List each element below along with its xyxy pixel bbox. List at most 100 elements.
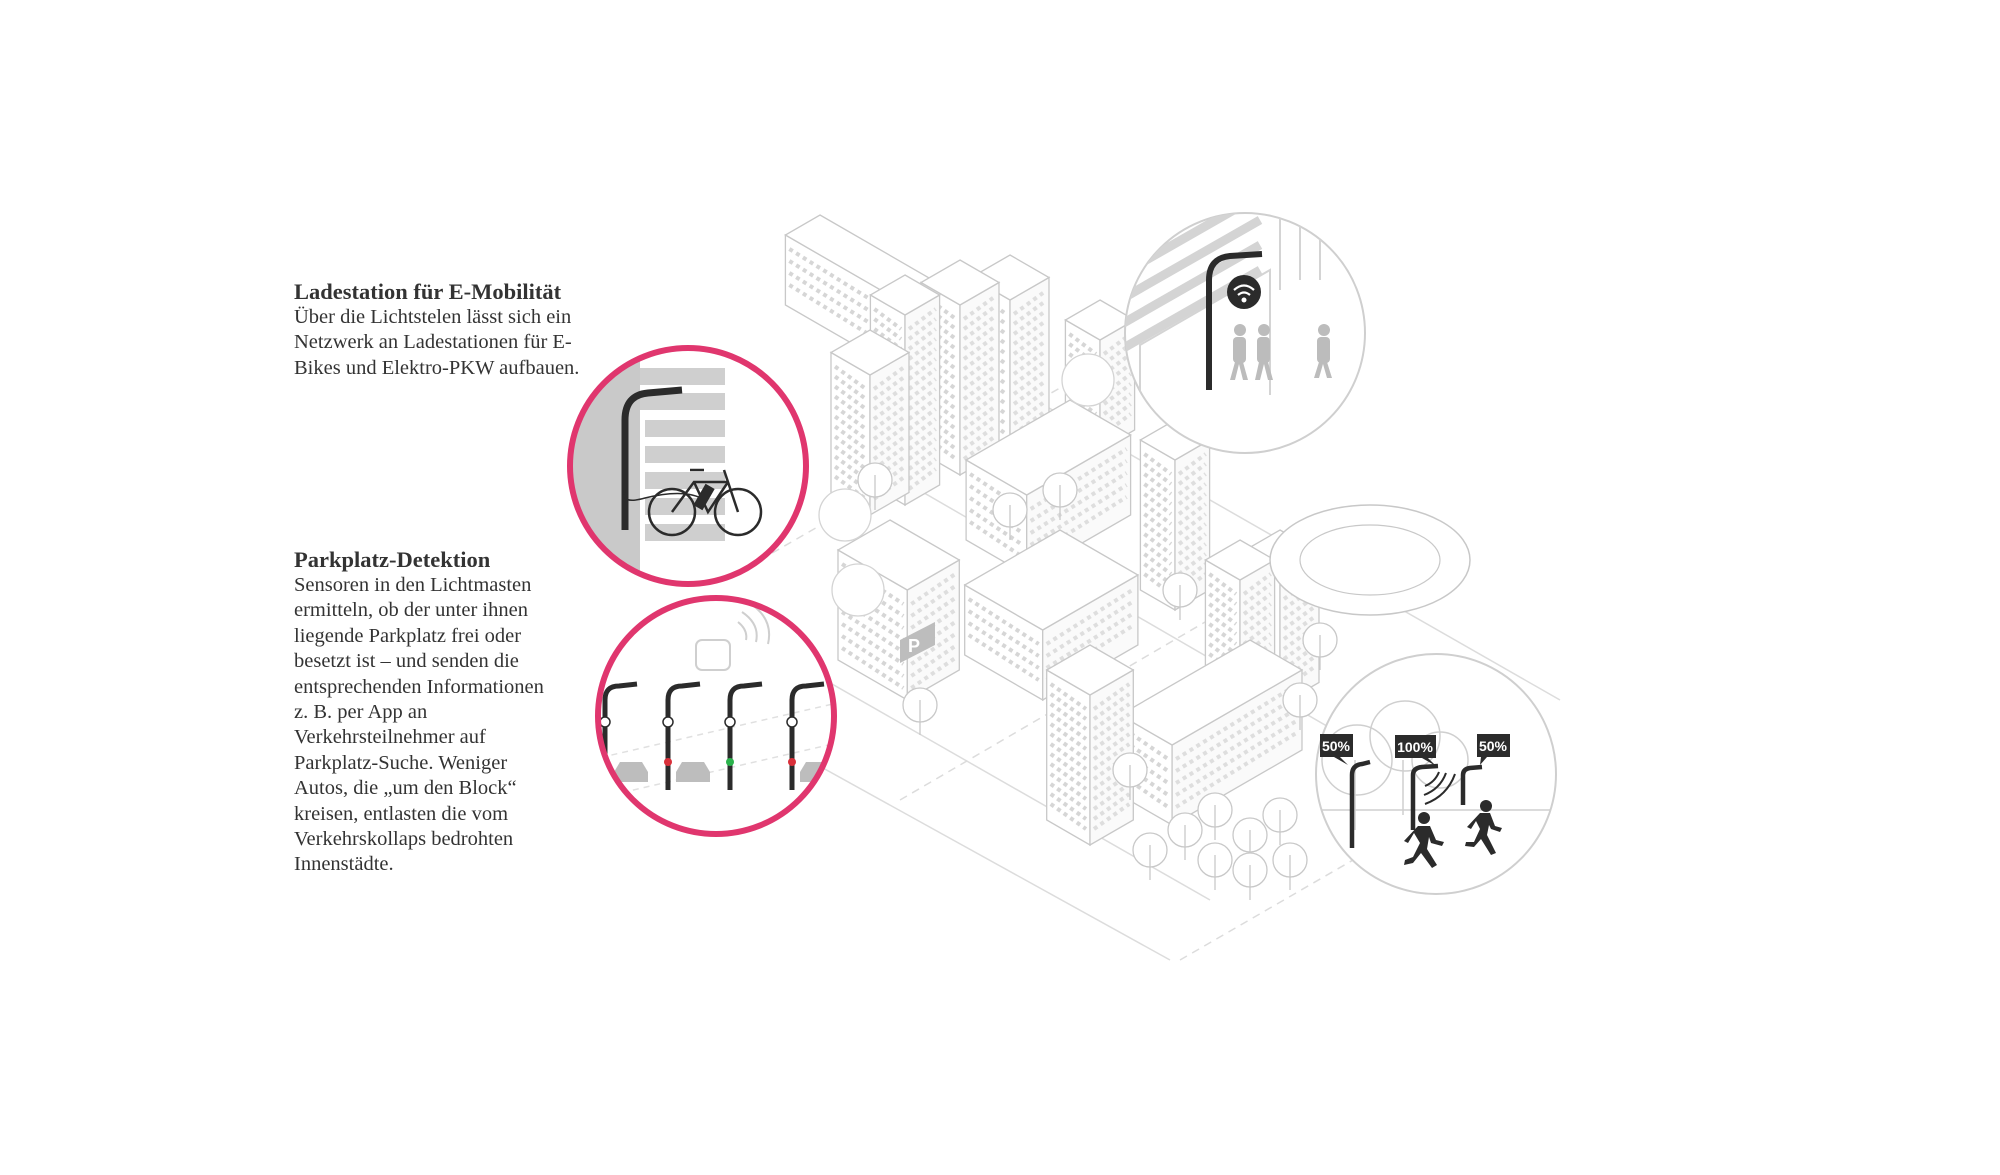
- window-row: [833, 464, 868, 491]
- window-row: [833, 444, 868, 471]
- parking-sensor-icon: [724, 716, 736, 728]
- window-row: [1012, 309, 1047, 336]
- tree-icon: [1167, 812, 1203, 860]
- location-marker: [818, 488, 872, 542]
- window-row: [1177, 552, 1207, 576]
- window-row: [872, 434, 907, 461]
- pedestrian-icons: [1230, 324, 1332, 380]
- window-row: [1143, 522, 1173, 546]
- parking-sensor-icon: [662, 716, 674, 728]
- window-row: [923, 324, 958, 351]
- parking-sign: P: [900, 622, 935, 663]
- window-row: [962, 414, 997, 441]
- window-row: [873, 317, 903, 341]
- window-row: [872, 404, 907, 431]
- window-row: [962, 384, 997, 411]
- window-row: [1177, 482, 1207, 506]
- window-row: [1012, 359, 1047, 386]
- section-title: Parkplatz-Detektion: [294, 547, 491, 572]
- window-row: [1143, 492, 1173, 516]
- window-row: [872, 374, 907, 401]
- tree-icon: [1197, 842, 1233, 890]
- tree-icon: [1232, 817, 1268, 865]
- tree-icon: [1132, 832, 1168, 880]
- window-row: [1012, 379, 1047, 406]
- window-row: [907, 447, 937, 471]
- window-row: [872, 454, 907, 481]
- window-row: [968, 508, 1024, 547]
- window-row: [910, 596, 957, 630]
- window-row: [923, 354, 958, 381]
- window-row: [1012, 369, 1047, 396]
- lamp-pole: [665, 681, 701, 790]
- window-row: [907, 427, 937, 451]
- window-row: [962, 304, 997, 331]
- window-row: [923, 384, 958, 411]
- window-row: [833, 404, 868, 431]
- window-row: [1208, 622, 1238, 646]
- light-level-badge: 50%: [1320, 734, 1353, 765]
- window-row: [923, 424, 958, 451]
- window-row: [1102, 372, 1132, 396]
- window-row: [962, 374, 997, 401]
- parking-sign-label: P: [908, 636, 920, 656]
- window-row: [1102, 362, 1132, 386]
- window-row: [907, 397, 937, 421]
- window-row: [907, 377, 937, 401]
- window-row: [907, 467, 937, 491]
- building-roof: [1064, 299, 1136, 341]
- window-row: [872, 414, 907, 441]
- window-row: [907, 307, 937, 331]
- stadium: [1269, 504, 1471, 616]
- window-row: [1045, 587, 1136, 646]
- window-row: [923, 304, 958, 331]
- window-row: [923, 394, 958, 421]
- window-row: [1282, 644, 1317, 671]
- parking-detection-circle: [595, 595, 837, 837]
- window-row: [962, 294, 997, 321]
- window-row: [923, 404, 958, 431]
- window-row: [833, 384, 868, 411]
- tree-icon: [857, 462, 893, 510]
- window-row: [962, 394, 997, 421]
- tree-icon: [1232, 852, 1268, 900]
- light-level-badge: 50%: [1477, 734, 1510, 765]
- window-row: [1029, 471, 1128, 535]
- svg-text:100%: 100%: [1397, 739, 1433, 755]
- window-row: [907, 437, 937, 461]
- window-row: [907, 407, 937, 431]
- window-row: [968, 520, 1024, 559]
- window-row: [833, 424, 868, 451]
- section-body: Über die Lichtstelen lässt sich ein Netz…: [294, 306, 580, 379]
- window-row: [872, 384, 907, 411]
- building-roof: [829, 329, 911, 376]
- parking-detection-section: Parkplatz-Detektion Sensoren in den Lich…: [294, 547, 554, 878]
- street-lamp-sensor: [786, 681, 825, 790]
- window-row: [1102, 402, 1132, 426]
- window-row: [1045, 599, 1136, 658]
- window-row: [1102, 392, 1132, 416]
- window-row: [872, 424, 907, 451]
- section-title: Ladestation für E-Mobilität: [294, 279, 562, 304]
- window-row: [968, 496, 1024, 535]
- window-row: [1143, 482, 1173, 506]
- window-row: [923, 414, 958, 441]
- lamp-pole: [727, 681, 763, 790]
- window-row: [923, 364, 958, 391]
- window-row: [1208, 602, 1238, 626]
- window-row: [1143, 472, 1173, 496]
- window-row: [1242, 582, 1272, 606]
- window-row: [907, 457, 937, 481]
- window-row: [1177, 462, 1207, 486]
- window-row: [1102, 352, 1132, 376]
- window-row: [907, 357, 937, 381]
- window-row: [1143, 512, 1173, 536]
- building-roof: [869, 274, 941, 316]
- window-row: [1045, 611, 1136, 670]
- window-row: [1177, 472, 1207, 496]
- window-row: [910, 644, 957, 678]
- tree-icon: [1302, 622, 1338, 670]
- location-marker: [1061, 353, 1115, 407]
- window-row: [833, 434, 868, 461]
- tree-icon: [902, 687, 938, 735]
